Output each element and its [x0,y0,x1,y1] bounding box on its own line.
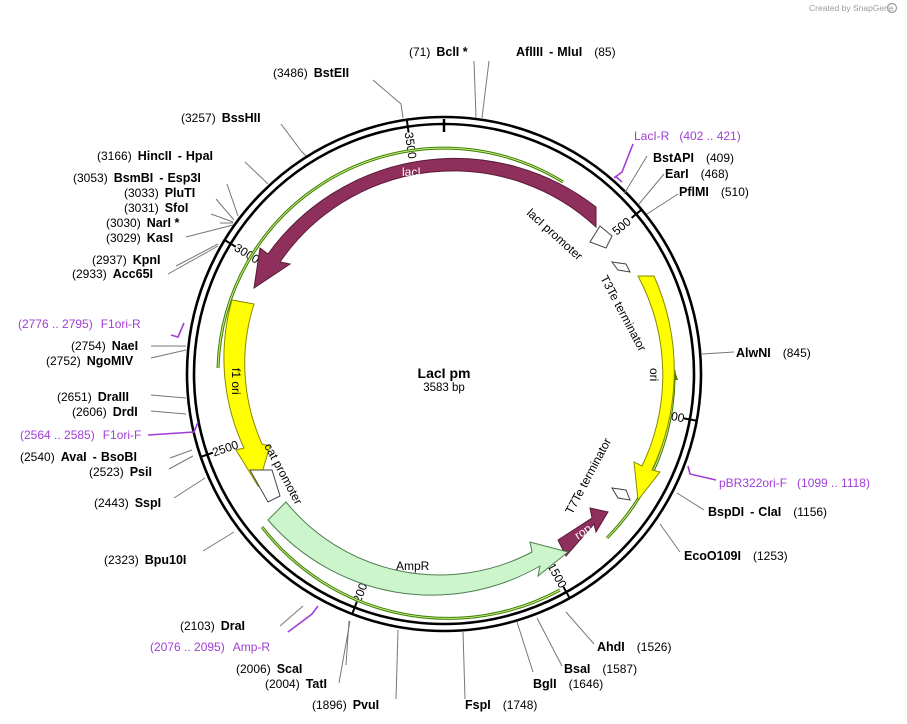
tick-mark [351,601,358,614]
site-pluti[interactable]: (3033)PluTI [124,186,195,200]
site-bspdi-clai[interactable]: BspDI-ClaI(1156) [708,505,827,519]
ruler-ticks [201,120,696,614]
f1ori-feature[interactable]: f1 ori [223,299,271,488]
site-bcli[interactable]: (71)BclI * [409,45,468,59]
site-bgli[interactable]: BglI(1646) [533,677,603,691]
tick-mark [562,586,571,598]
site-leader-lines [150,60,735,700]
site-bstapi[interactable]: BstAPI(409) [653,151,734,165]
site-avai-bsobi[interactable]: (2540)AvaI-BsoBI [20,450,137,464]
ampr-feature[interactable]: AmpR [267,501,570,596]
site-scai[interactable]: (2006)ScaI [236,662,302,676]
site-kpni[interactable]: (2937)KpnI [92,253,160,267]
t7te-terminator-feature[interactable]: T7Te terminator [562,436,631,517]
site-psii[interactable]: (2523)PsiI [89,465,152,479]
tick-label: 500 [609,214,634,238]
site-pflmi[interactable]: PflMI(510) [679,185,749,199]
site-drai[interactable]: (2103)DraI [180,619,245,633]
site-nari[interactable]: (3030)NarI * [106,216,179,230]
tick-mark [201,451,214,458]
tick-label: 2500 [210,437,240,459]
rop-feature[interactable]: rop [557,507,609,557]
site-labels: (71)BclI * AflIII-MluI(85) (3486)BstEII … [20,45,827,712]
primer-f1ori-f[interactable]: (2564 .. 2585)F1ori-F [20,428,141,442]
site-sfoi[interactable]: (3031)SfoI [124,201,188,215]
ori-label: ori [647,368,661,381]
site-pvui[interactable]: (1896)PvuI [312,698,379,712]
primer-amp-r[interactable]: (2076 .. 2095)Amp-R [150,640,270,654]
site-drdi[interactable]: (2606)DrdI [72,405,138,419]
site-alwni[interactable]: AlwNI(845) [736,346,811,360]
primer-laci-r[interactable]: LacI-R(402 .. 421) [634,129,741,143]
site-eco0109i[interactable]: EcoO109I(1253) [684,549,788,563]
site-tati[interactable]: (2004)TatI [265,677,327,691]
plasmid-name: LacI pm [418,365,471,381]
laci-feature[interactable]: lacI [253,157,597,290]
site-bsai[interactable]: BsaI(1587) [564,662,637,676]
site-eari[interactable]: EarI(468) [665,167,729,181]
ampr-label: AmpR [396,559,430,573]
tick-mark [224,239,237,248]
site-sspi[interactable]: (2443)SspI [94,496,161,510]
t3te-terminator-label: T3Te terminator [597,273,649,354]
site-kasi[interactable]: (3029)KasI [106,231,173,245]
laci-promoter-label: lacI promoter [524,206,585,263]
site-naei[interactable]: (2754)NaeI [71,339,138,353]
t7te-terminator-label: T7Te terminator [562,436,614,517]
f1ori-label: f1 ori [229,368,243,395]
site-ngomiv[interactable]: (2752)NgoMIV [46,354,134,368]
site-ahdi[interactable]: AhdI(1526) [597,640,671,654]
site-draiii[interactable]: (2651)DraIII [57,390,129,404]
ori-feature[interactable]: ori [633,275,675,502]
primer-labels: LacI-R(402 .. 421) (2776 .. 2795)F1ori-R… [18,129,870,654]
coverage-lines [216,146,678,620]
site-acc65i[interactable]: (2933)Acc65I [72,267,153,281]
site-bsmbi-esp3i[interactable]: (3053)BsmBI-Esp3I [73,171,201,185]
site-fspi[interactable]: FspI(1748) [465,698,537,712]
snapgene-credit: Created by SnapGene [809,3,894,13]
site-hincii-hpai[interactable]: (3166)HincII-HpaI [97,149,213,163]
site-bsteii[interactable]: (3486)BstEII [273,66,349,80]
laci-promoter-feature[interactable]: lacI promoter [524,206,613,263]
tick-label: 3500 [402,131,420,160]
site-bpu10i[interactable]: (2323)Bpu10I [104,553,186,567]
primer-f1ori-r[interactable]: (2776 .. 2795)F1ori-R [18,317,141,331]
snapgene-logo-icon [886,2,898,14]
tick-mark [405,120,410,133]
site-bsshii[interactable]: (3257)BssHII [181,111,261,125]
tick-mark [630,209,642,219]
site-afliii-mlui[interactable]: AflIII-MluI(85) [516,45,616,59]
laci-label: lacI [402,165,421,179]
primer-markers [147,143,717,633]
primer-pbr322ori-f[interactable]: pBR322ori-F(1099 .. 1118) [719,476,870,490]
tick-mark [683,417,696,422]
plasmid-size: 3583 bp [423,382,465,394]
